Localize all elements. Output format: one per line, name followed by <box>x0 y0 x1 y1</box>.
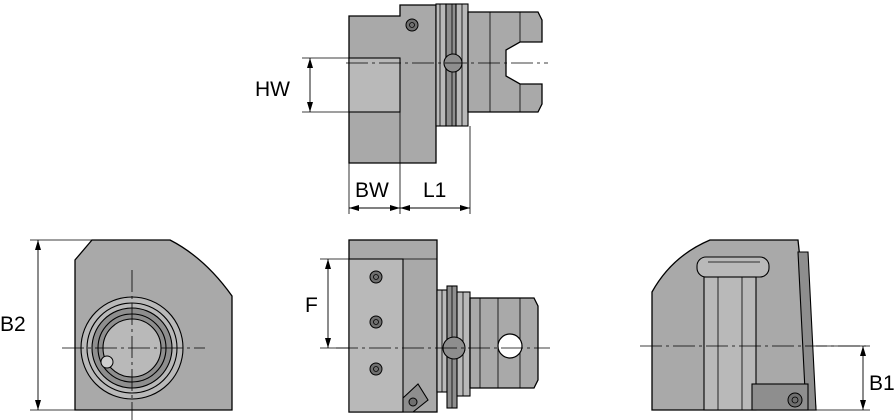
mount-hole-3 <box>369 362 383 376</box>
f-label: F <box>305 294 318 317</box>
b1-label: B1 <box>869 372 895 395</box>
top-view-shoulder <box>348 57 401 113</box>
rear-view-screw <box>787 392 803 408</box>
rear-view-channel <box>703 276 757 411</box>
top-view-shank <box>467 11 543 113</box>
rear-view: B1 <box>640 239 895 411</box>
rear-view-slot <box>696 256 770 278</box>
top-view: HW BW L1 <box>255 3 548 214</box>
b1-dimension: B1 <box>816 345 895 411</box>
end-view-small-hole <box>100 355 114 369</box>
front-view: F <box>305 239 550 413</box>
bw-l1-dimension: BW L1 <box>348 112 471 214</box>
hw-dimension: HW <box>255 57 349 113</box>
hw-label: HW <box>255 78 290 101</box>
mount-hole-2 <box>369 315 383 329</box>
b2-label: B2 <box>0 313 26 336</box>
top-view-screw <box>405 18 419 32</box>
mount-hole-1 <box>369 270 383 284</box>
bw-label: BW <box>355 179 389 202</box>
b2-dimension: B2 <box>0 239 92 411</box>
front-view-screw <box>408 397 418 407</box>
front-view-bore <box>497 333 523 359</box>
f-dimension: F <box>305 258 349 349</box>
l1-label: L1 <box>423 179 446 202</box>
end-view: B2 <box>0 239 233 420</box>
